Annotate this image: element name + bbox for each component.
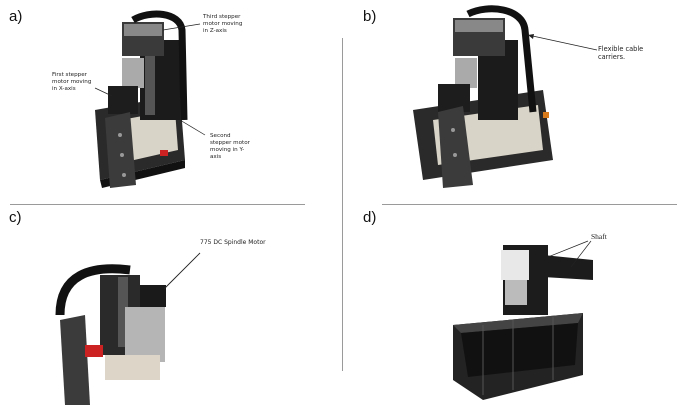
cnc-machine-photo-c: [55, 252, 201, 405]
panel-d: d) Shaft: [343, 205, 685, 407]
panel-a: a) Third stepper motor moving in Z-axis …: [0, 0, 342, 204]
panel-b-label: b): [363, 8, 377, 25]
panel-a-label: a): [9, 8, 23, 25]
annotation-second-stepper: Second stepper motor moving in Y-axis: [210, 133, 250, 160]
annotation-third-stepper: Third stepper motor moving in Z-axis: [203, 14, 243, 34]
horizontal-divider-right: [382, 204, 677, 205]
panel-c: c) 775 DC Spindle Motor: [0, 205, 342, 407]
annotation-cable-carriers: Flexible cable carriers.: [598, 45, 644, 61]
cnc-machine-photo-d: [453, 240, 593, 400]
horizontal-divider-left: [10, 204, 305, 205]
panel-b: b) Flexible cable carriers.: [343, 0, 685, 204]
vertical-divider: [342, 38, 343, 371]
cnc-machine-photo-b: [413, 5, 598, 188]
annotation-first-stepper: First stepper motor moving in X-axis: [52, 72, 92, 92]
annotation-spindle-motor: 775 DC Spindle Motor: [200, 239, 266, 246]
cnc-machine-photo-a: [94, 10, 206, 188]
annotation-shaft: Shaft: [591, 232, 607, 241]
panel-d-label: d): [363, 209, 377, 226]
panel-c-label: c): [9, 209, 22, 226]
